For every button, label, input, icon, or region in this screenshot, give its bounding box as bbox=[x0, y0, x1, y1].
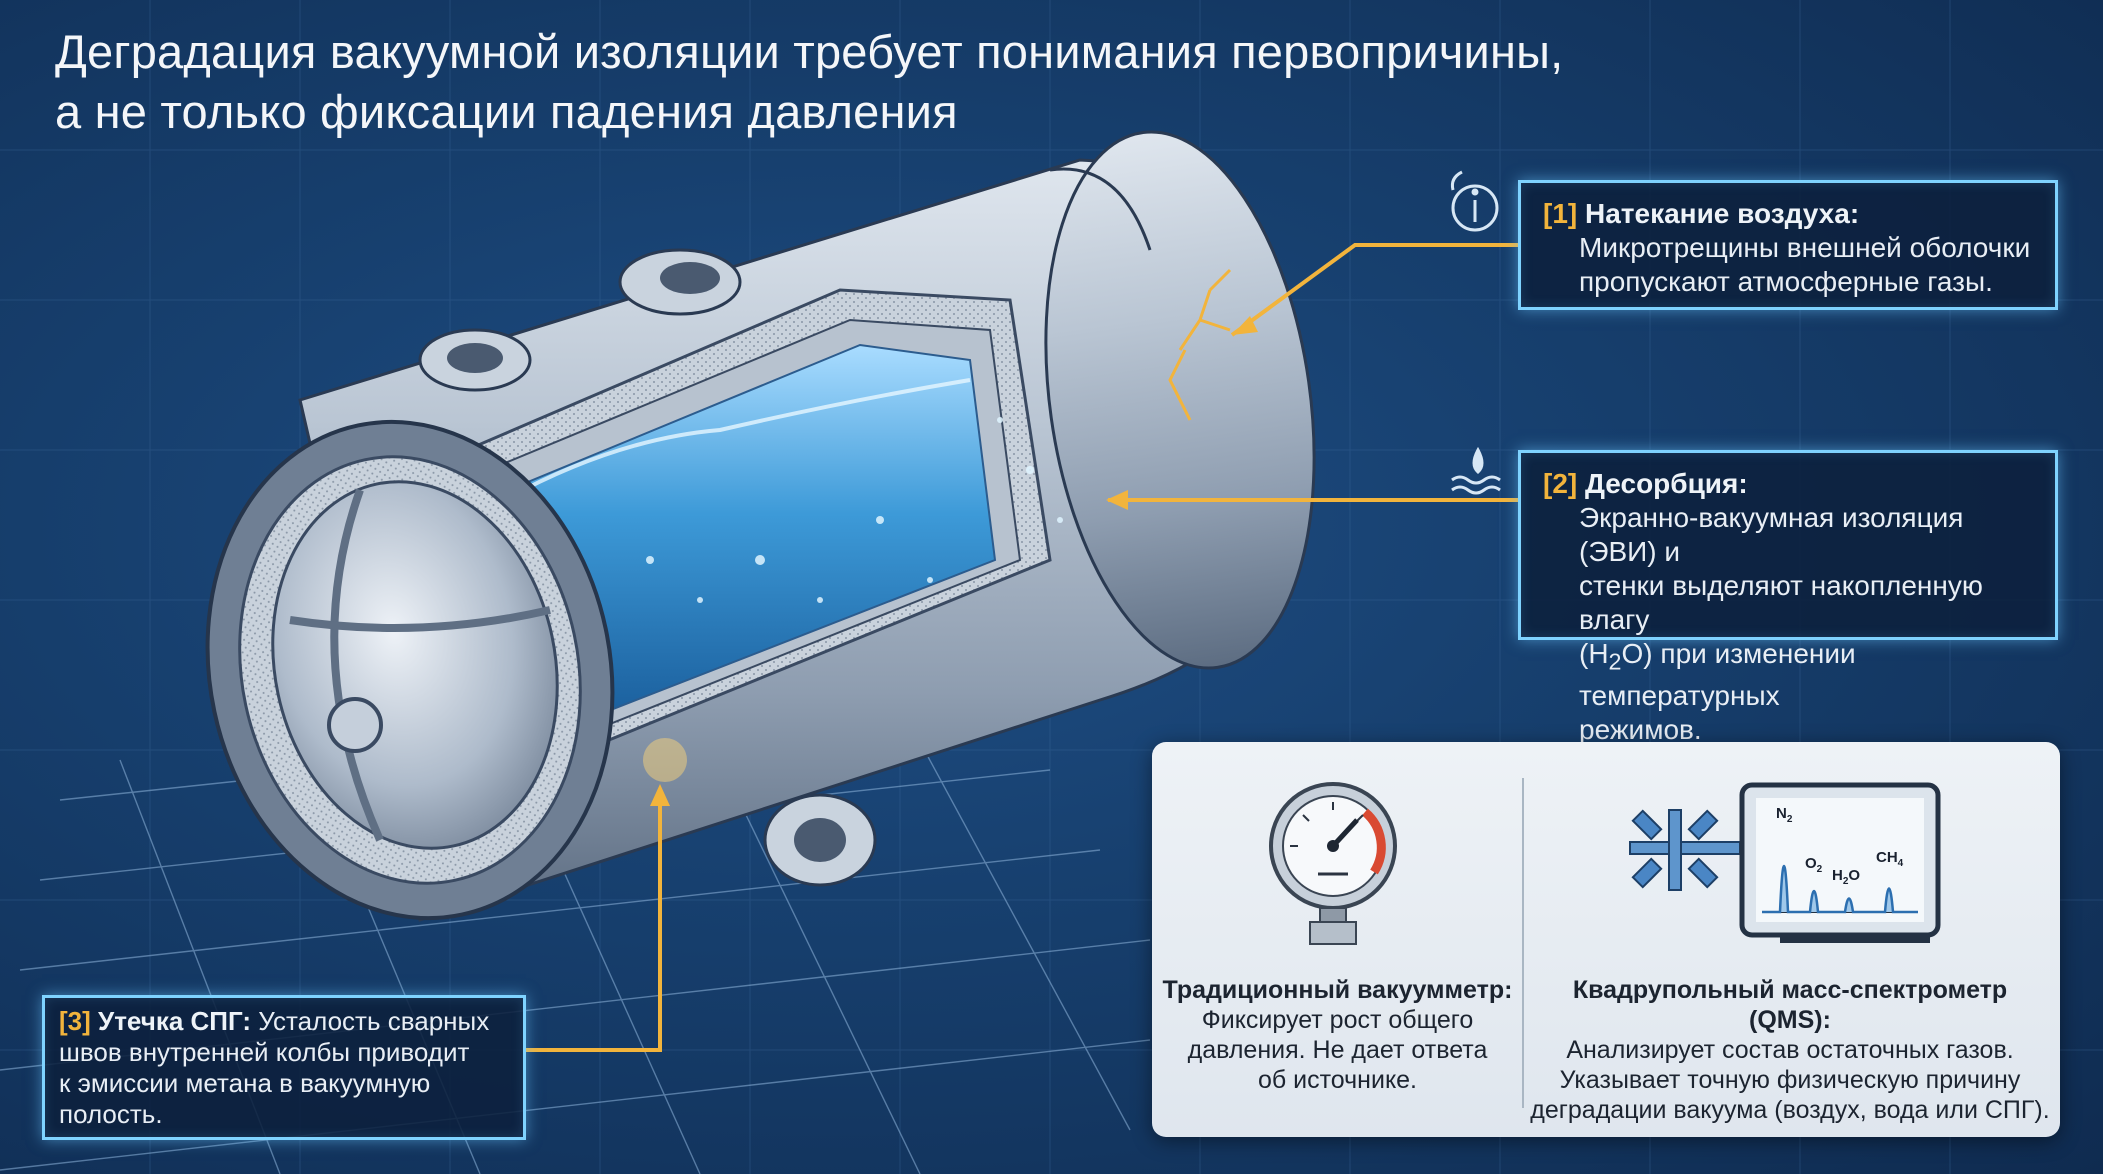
shell-crack bbox=[1168, 268, 1232, 421]
callout-3-line-1: Усталость сварных bbox=[251, 1006, 490, 1036]
info-icon bbox=[1450, 170, 1499, 232]
callout-1-line-1: Микротрещины внешней оболочки bbox=[1579, 232, 2031, 263]
callout-1-heading: Натекание воздуха: bbox=[1585, 198, 1860, 229]
callout-2-number: [2] bbox=[1543, 468, 1578, 499]
gauge-caption: Традиционный вакуумметр: Фиксирует рост … bbox=[1160, 975, 1515, 1095]
callout-3-line-4: полость. bbox=[59, 1099, 163, 1129]
gauge-line-1: Фиксирует рост общего bbox=[1201, 1006, 1474, 1034]
qms-line-2: Указывает точную физическую причину bbox=[1559, 1066, 2021, 1094]
peak-label-ch4: CH4 bbox=[1876, 849, 1904, 869]
callout-2-line-3: (H2O) при изменении температурных bbox=[1543, 637, 2033, 713]
qms-line-1: Анализирует состав остаточных газов. bbox=[1566, 1036, 2014, 1064]
gauge-line-2: давления. Не дает ответа bbox=[1187, 1036, 1488, 1064]
callout-air-leak: [1] Натекание воздуха: Микротрещины внеш… bbox=[1518, 180, 2058, 310]
callout-2-line-3-pre: (H bbox=[1579, 638, 1609, 669]
callout-3-line-2: швов внутренней колбы приводит bbox=[59, 1037, 470, 1067]
peak-label-n2: N2 bbox=[1776, 805, 1793, 825]
mass-spectrum-monitor: N2 O2 H2O CH4 bbox=[1739, 782, 1941, 943]
gauge-line-3: об источнике. bbox=[1257, 1066, 1418, 1094]
callout-2-line-1: Экранно-вакуумная изоляция (ЭВИ) и bbox=[1579, 502, 1964, 567]
qms-caption: Квадрупольный масс-спектрометр (QMS): Ан… bbox=[1530, 975, 2050, 1125]
gauge-heading: Традиционный вакуумметр: bbox=[1162, 976, 1513, 1004]
page-title: Деградация вакуумной изоляции требует по… bbox=[55, 22, 1563, 142]
callout-2-line-2: стенки выделяют накопленную влагу bbox=[1579, 570, 1983, 635]
title-line-2: а не только фиксации падения давления bbox=[55, 85, 958, 138]
qms-line-3: деградации вакуума (воздух, вода или СПГ… bbox=[1530, 1096, 2050, 1124]
peak-label-o2: O2 bbox=[1805, 855, 1823, 875]
weld-leak-glow bbox=[643, 738, 687, 782]
callout-2-heading: Десорбция: bbox=[1585, 468, 1748, 499]
callout-2-line-4: режимов. bbox=[1579, 713, 1702, 745]
callout-lng-leak: [3] Утечка СПГ: Усталость сварных швов в… bbox=[42, 995, 526, 1140]
peak-label-h2o: H2O bbox=[1832, 867, 1860, 887]
leader-lines bbox=[526, 243, 1518, 1052]
top-nozzles bbox=[418, 248, 877, 887]
title-line-1: Деградация вакуумной изоляции требует по… bbox=[55, 25, 1564, 78]
callout-1-number: [1] bbox=[1543, 198, 1578, 229]
callout-1-line-2: пропускают атмосферные газы. bbox=[1579, 266, 1993, 297]
callout-desorption: [2] Десорбция: Экранно-вакуумная изоляци… bbox=[1518, 450, 2058, 745]
callout-2-line-3-sub: 2 bbox=[1608, 648, 1622, 675]
callout-2-line-3-post: O) при изменении температурных bbox=[1579, 638, 1856, 711]
water-drop-icon bbox=[1451, 446, 1501, 495]
front-dome bbox=[205, 419, 615, 921]
callout-3-number: [3] bbox=[59, 1006, 91, 1036]
comparison-divider bbox=[1522, 778, 1524, 1108]
callout-3-line-3: к эмиссии метана в вакуумную bbox=[59, 1068, 431, 1098]
quadrupole-icon bbox=[1629, 809, 1741, 891]
qms-heading: Квадрупольный масс-спектрометр (QMS): bbox=[1572, 976, 2008, 1034]
pressure-gauge-icon bbox=[1269, 782, 1397, 945]
callout-3-heading: Утечка СПГ: bbox=[98, 1006, 252, 1036]
